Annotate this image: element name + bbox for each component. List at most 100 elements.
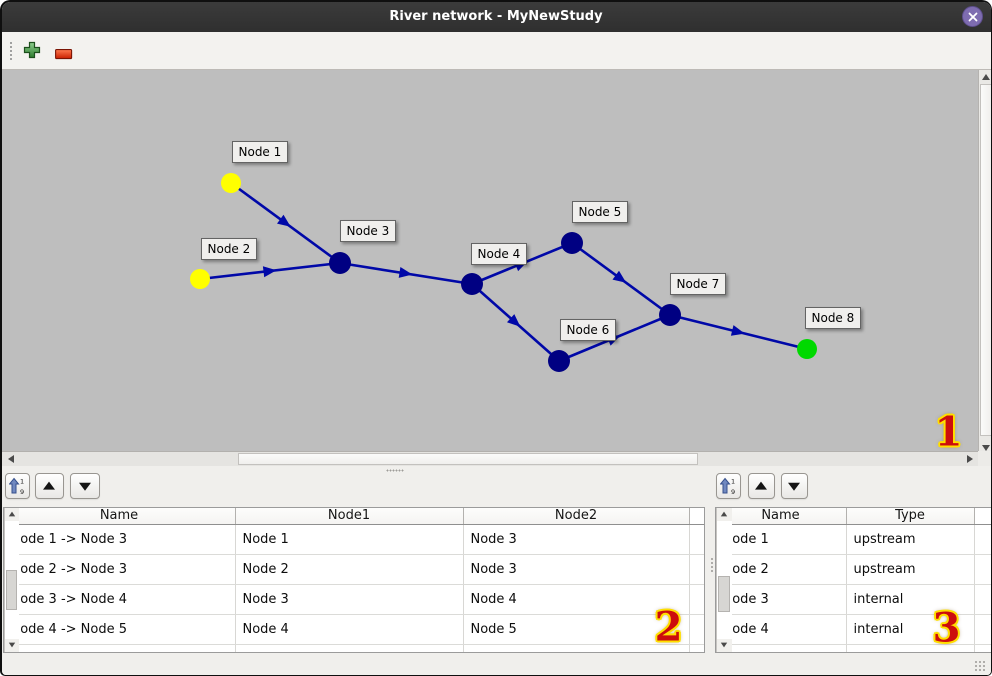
table-cell[interactable]: Node 2	[716, 554, 847, 584]
scroll-down-button[interactable]	[716, 638, 732, 652]
network-node[interactable]	[796, 338, 817, 359]
table-cell[interactable]: Node 4 -> Node 5	[4, 614, 236, 644]
node-label[interactable]: Node 4	[470, 242, 528, 265]
scroll-thumb[interactable]	[717, 575, 730, 612]
column-header-name[interactable]: Name	[715, 507, 847, 524]
remove-node-button[interactable]	[54, 45, 73, 64]
empty-row	[3, 644, 704, 652]
annotation-mark-2: 2	[654, 603, 683, 650]
network-node[interactable]	[658, 303, 681, 326]
node-label[interactable]: Node 3	[339, 219, 397, 242]
table-cell[interactable]: internal	[847, 584, 975, 614]
network-node[interactable]	[328, 251, 351, 274]
table-cell[interactable]: Node 4	[716, 614, 847, 644]
nodes-move-down-button[interactable]	[780, 472, 808, 499]
main-toolbar	[1, 31, 991, 70]
table-cell[interactable]: Node 1	[236, 524, 464, 554]
nodes-sort-button[interactable]: 1 9	[715, 472, 741, 499]
scrollbar-corner	[977, 450, 991, 466]
flow-direction-arrow-icon	[506, 313, 520, 327]
canvas-horizontal-scrollbar	[1, 450, 978, 466]
empty-cell	[847, 644, 975, 652]
table-cell[interactable]: internal	[847, 614, 975, 644]
titlebar[interactable]: River network - MyNewStudy	[1, 1, 991, 32]
toolbar-drag-handle[interactable]	[8, 40, 13, 61]
reaches-move-down-button[interactable]	[69, 472, 100, 499]
table-cell[interactable]: Node 2 -> Node 3	[4, 554, 236, 584]
flow-direction-arrow-icon	[730, 324, 745, 336]
table-cell[interactable]: Node 3	[464, 524, 690, 554]
minus-icon	[54, 48, 72, 59]
table-cell[interactable]: Node 3	[716, 584, 847, 614]
scroll-thumb[interactable]	[5, 569, 17, 610]
table-cell[interactable]: Node 2	[236, 554, 464, 584]
node-label[interactable]: Node 2	[200, 237, 258, 260]
scroll-left-button[interactable]	[4, 452, 18, 466]
scroll-up-button[interactable]	[979, 70, 991, 84]
split-divider-handle[interactable]	[385, 468, 404, 472]
flow-direction-arrow-icon	[276, 214, 291, 227]
node-label[interactable]: Node 7	[669, 272, 727, 295]
table-cell[interactable]: Node 3	[464, 554, 690, 584]
column-header-node2[interactable]: Node2	[463, 507, 690, 524]
network-node[interactable]	[189, 268, 210, 289]
table-cell[interactable]: Node 5	[464, 614, 690, 644]
empty-cell	[464, 644, 690, 652]
resize-grip[interactable]	[973, 659, 986, 672]
scroll-down-button[interactable]	[979, 440, 991, 454]
reaches-table-scrollbar	[3, 507, 19, 652]
network-node[interactable]	[220, 172, 241, 193]
reaches-sort-button[interactable]: 1 9	[4, 472, 30, 499]
table-cell[interactable]: Node 1 -> Node 3	[4, 524, 236, 554]
node-label[interactable]: Node 8	[804, 306, 862, 329]
node-label[interactable]: Node 6	[559, 318, 617, 341]
node-label[interactable]: Node 1	[231, 140, 289, 163]
column-header-node1[interactable]: Node1	[235, 507, 464, 524]
column-header-type[interactable]: Type	[846, 507, 975, 524]
scroll-up-button[interactable]	[716, 507, 732, 521]
plus-icon	[23, 41, 40, 58]
svg-text:9: 9	[731, 488, 735, 495]
table-cell[interactable]: upstream	[847, 554, 975, 584]
scroll-up-button[interactable]	[4, 507, 19, 521]
table-cell[interactable]: Node 3 -> Node 4	[4, 584, 236, 614]
add-node-button[interactable]	[23, 41, 41, 63]
reaches-move-up-button[interactable]	[34, 472, 64, 499]
column-header-name[interactable]: Name	[3, 507, 236, 524]
vertical-scroll-thumb[interactable]	[979, 83, 991, 436]
scroll-down-button[interactable]	[4, 638, 19, 652]
scroll-right-button[interactable]	[963, 452, 977, 466]
network-node[interactable]	[560, 231, 583, 254]
network-node[interactable]	[460, 272, 483, 295]
table-cell[interactable]: Node 4	[464, 584, 690, 614]
table-cell[interactable]: upstream	[847, 524, 975, 554]
panel-splitter-handle[interactable]	[709, 556, 714, 573]
nodes-move-up-button[interactable]	[747, 472, 775, 499]
table-cell[interactable]: Node 4	[236, 614, 464, 644]
window-title: River network - MyNewStudy	[389, 8, 603, 24]
close-button[interactable]	[961, 5, 983, 27]
network-canvas[interactable]: Node 1 Node 2 Node 3 Node 4 Node 5 Node 6 Node…	[1, 69, 978, 451]
network-node[interactable]	[547, 349, 570, 372]
table-cell[interactable]: Node 1	[716, 524, 847, 554]
horizontal-scroll-thumb[interactable]	[237, 452, 698, 465]
empty-cell	[716, 644, 847, 652]
node-label[interactable]: Node 5	[571, 200, 629, 223]
table-cell[interactable]: Node 3	[236, 584, 464, 614]
svg-text:9: 9	[20, 488, 24, 495]
